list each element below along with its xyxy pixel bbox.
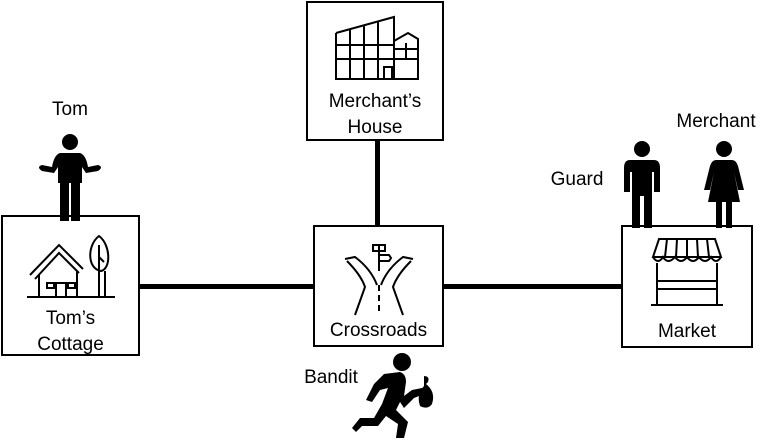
man-standing-icon: [624, 141, 660, 228]
road-cottage-crossroads: [139, 284, 314, 289]
merchant-label: Merchant: [676, 111, 756, 132]
market-label: Market: [657, 321, 717, 342]
building-icon: [335, 15, 419, 80]
crossroads-label: Crossroads: [329, 320, 428, 341]
location-crossroads[interactable]: Crossroads: [313, 225, 444, 347]
market-stall-icon: [651, 238, 723, 306]
merchants-house-label-line1: Merchant’s: [328, 91, 422, 112]
person-shrugging-icon: [39, 134, 101, 221]
house-with-tree-icon: [27, 234, 115, 298]
tom-label: Tom: [52, 99, 88, 120]
crossroads-signpost-icon: [344, 244, 414, 316]
guard-label: Guard: [550, 169, 604, 190]
road-crossroads-market: [443, 284, 622, 289]
woman-standing-icon: [704, 141, 744, 228]
bandit-label: Bandit: [304, 367, 358, 388]
location-merchants-house[interactable]: Merchant’s House: [306, 1, 444, 141]
location-toms-cottage[interactable]: Tom’s Cottage: [1, 215, 140, 356]
road-house-crossroads: [375, 140, 380, 226]
toms-cottage-label-line2: Cottage: [37, 334, 104, 355]
location-market[interactable]: Market: [621, 225, 753, 348]
toms-cottage-label-line1: Tom’s: [45, 308, 96, 329]
running-thief-with-bag-icon: [352, 353, 434, 438]
merchants-house-label-line2: House: [347, 117, 403, 138]
